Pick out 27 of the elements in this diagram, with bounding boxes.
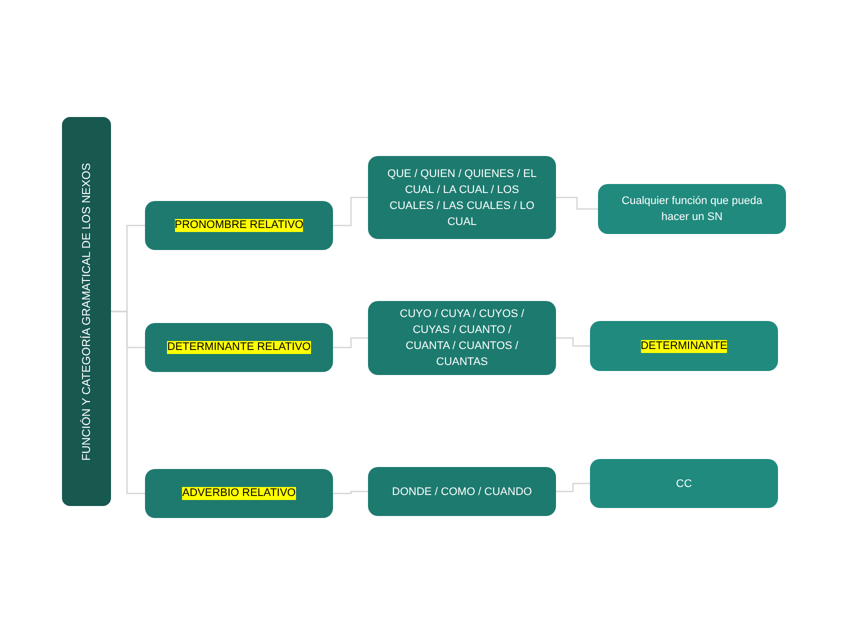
connector-line <box>333 337 368 348</box>
node-label: CUYO / CUYA / CUYOS / CUYAS / CUANTO / CUANTA / CUANTOS / CUANTAS <box>398 307 526 370</box>
highlighted-label: DETERMINANTE RELATIVO <box>167 341 311 354</box>
category-box <box>145 323 333 372</box>
connector-line <box>333 490 368 494</box>
highlighted-label: ADVERBIO RELATIVO <box>182 487 296 500</box>
root-title: FUNCIÓN Y CATEGORÍA GRAMATICAL DE LOS NEXOS <box>80 162 94 460</box>
relative-words-box <box>368 156 556 239</box>
function-box <box>598 184 786 234</box>
node-label: Cualquier función que pueda hacer un SN <box>620 194 764 225</box>
connector-line <box>556 482 590 492</box>
root-box <box>62 117 111 506</box>
connector-line <box>333 196 368 226</box>
category-box <box>145 201 333 250</box>
function-box <box>590 321 778 371</box>
connector-line <box>556 196 598 210</box>
node-label: DONDE / COMO / CUANDO <box>392 484 532 500</box>
relative-words-box <box>368 301 556 375</box>
category-box <box>145 469 333 518</box>
relative-words-box <box>368 467 556 516</box>
node-label: CC <box>676 476 692 492</box>
node-label: QUE / QUIEN / QUIENES / EL CUAL / LA CUAL / LOS CUALES / LAS CUALES / LO CUAL <box>386 166 538 230</box>
highlighted-label: PRONOMBRE RELATIVO <box>174 219 304 232</box>
highlighted-label: DETERMINANTE <box>640 340 728 352</box>
function-box <box>590 459 778 508</box>
connector-line <box>556 337 590 347</box>
connector-line <box>111 310 145 494</box>
